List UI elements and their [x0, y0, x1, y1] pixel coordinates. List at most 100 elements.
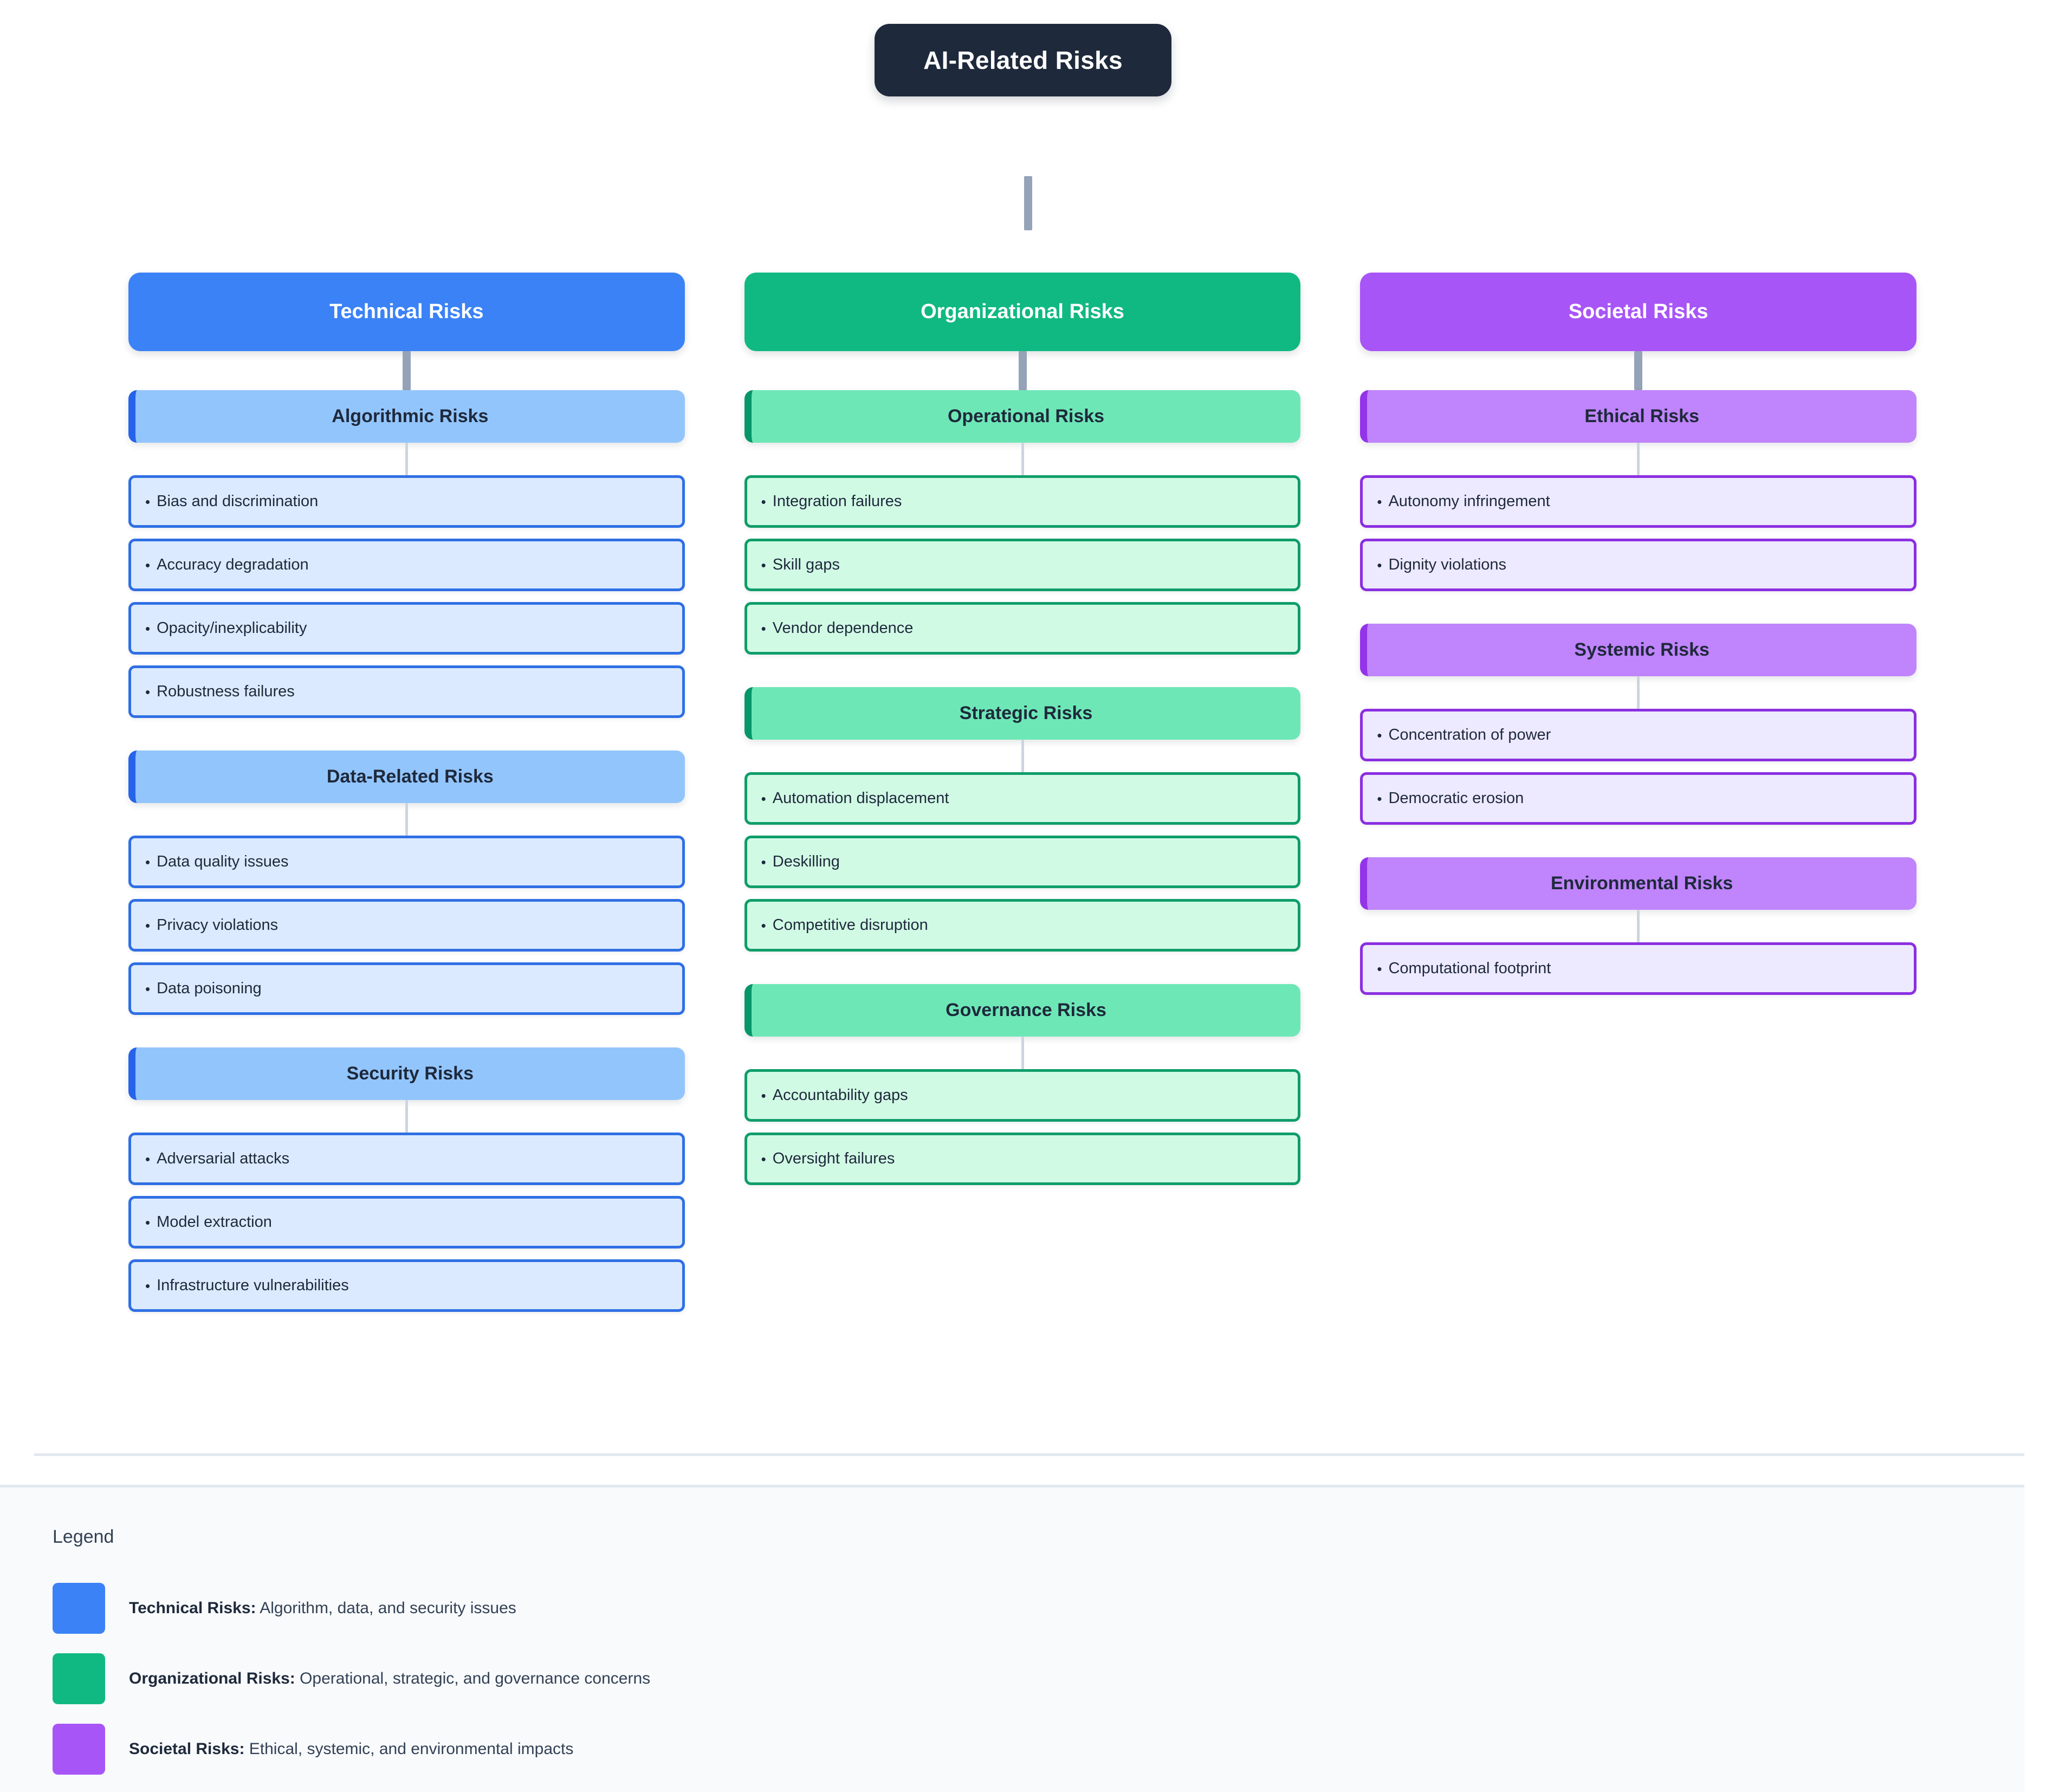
- bullet-icon: •: [761, 493, 766, 510]
- risk-item[interactable]: •Opacity/inexplicability: [128, 602, 685, 655]
- risk-item[interactable]: • Computational footprint: [1360, 942, 1917, 995]
- category-header-societal[interactable]: Societal Risks: [1360, 273, 1917, 351]
- connector-subcategory-to-items: [405, 803, 408, 836]
- risk-item[interactable]: • Autonomy infringement: [1360, 475, 1917, 528]
- risk-item-label: Accountability gaps: [772, 1086, 908, 1104]
- connector-subcategory-to-items: [1637, 910, 1640, 942]
- legend-color-swatch: [53, 1724, 105, 1775]
- risk-item-label: Data poisoning: [157, 980, 262, 997]
- risk-item[interactable]: • Integration failures: [744, 475, 1301, 528]
- group-spacer: [128, 718, 685, 751]
- subcategory-header[interactable]: Governance Risks: [744, 984, 1301, 1037]
- risk-item-group: • Accountability gaps •Oversight failures: [744, 1069, 1301, 1185]
- risk-item[interactable]: •Infrastructure vulnerabilities: [128, 1259, 685, 1312]
- legend-title: Legend: [53, 1526, 114, 1547]
- bullet-icon: •: [145, 853, 151, 870]
- bullet-icon: •: [761, 790, 766, 807]
- subcategory-header[interactable]: Data-Related Risks: [128, 751, 685, 803]
- subcategory-header[interactable]: Strategic Risks: [744, 687, 1301, 740]
- legend-description: Operational, strategic, and governance c…: [295, 1670, 651, 1687]
- risk-item-label: Dignity violations: [1388, 556, 1507, 573]
- connector-subcategory-to-items: [1637, 676, 1640, 709]
- legend-color-swatch: [53, 1583, 105, 1634]
- legend-rows: Technical Risks: Algorithm, data, and se…: [53, 1580, 2024, 1777]
- risk-item-label: Competitive disruption: [772, 916, 928, 934]
- risk-item-label: Adversarial attacks: [157, 1150, 290, 1167]
- risk-item[interactable]: • Bias and discrimination: [128, 475, 685, 528]
- risk-item-label: Autonomy infringement: [1388, 493, 1550, 510]
- bullet-icon: •: [1377, 960, 1382, 977]
- risk-item-label: Vendor dependence: [772, 619, 914, 637]
- bullet-icon: •: [1377, 727, 1382, 743]
- risk-item[interactable]: •Democratic erosion: [1360, 772, 1917, 825]
- bullet-icon: •: [145, 683, 151, 700]
- connector-subcategory-to-items: [405, 443, 408, 475]
- risk-item-label: Concentration of power: [1388, 726, 1551, 743]
- legend-term: Technical Risks:: [129, 1599, 256, 1617]
- risk-item-group: • Automation displacement • Deskilling •Comp…: [744, 772, 1301, 952]
- bullet-icon: •: [1377, 493, 1382, 510]
- risk-item-label: Bias and discrimination: [157, 493, 319, 510]
- legend-item: Organizational Risks: Operational, strat…: [53, 1651, 2024, 1707]
- risk-item[interactable]: • Deskilling: [744, 836, 1301, 888]
- risk-item-group: • Autonomy infringement •Dignity violation…: [1360, 475, 1917, 591]
- subcategory-header[interactable]: Security Risks: [128, 1047, 685, 1100]
- connector-subcategory-to-items: [405, 1100, 408, 1133]
- risk-item-label: Privacy violations: [157, 916, 279, 934]
- risk-item[interactable]: •Vendor dependence: [744, 602, 1301, 655]
- risk-item-label: Skill gaps: [772, 556, 840, 573]
- risk-item[interactable]: •Dignity violations: [1360, 539, 1917, 591]
- risk-item[interactable]: •Privacy violations: [128, 899, 685, 952]
- legend-item: Societal Risks: Ethical, systemic, and e…: [53, 1721, 2024, 1777]
- connector-category-to-subcategory: [1018, 351, 1027, 390]
- bullet-icon: •: [145, 557, 151, 573]
- bullet-icon: •: [145, 980, 151, 997]
- risk-item[interactable]: • Concentration of power: [1360, 709, 1917, 761]
- risk-item-label: Automation displacement: [772, 790, 949, 807]
- connector-category-to-subcategory: [402, 351, 411, 390]
- group-spacer: [744, 952, 1301, 984]
- risk-item-group: • Concentration of power •Democratic erosi…: [1360, 709, 1917, 825]
- root-node[interactable]: AI-Related Risks: [875, 24, 1171, 96]
- bullet-icon: •: [145, 1277, 151, 1294]
- risk-item[interactable]: • Accountability gaps: [744, 1069, 1301, 1122]
- section-divider: [34, 1453, 2024, 1456]
- subcategory-header[interactable]: Systemic Risks: [1360, 624, 1917, 676]
- subcategory-header[interactable]: Operational Risks: [744, 390, 1301, 443]
- bullet-icon: •: [761, 853, 766, 870]
- risk-item[interactable]: •Robustness failures: [128, 665, 685, 718]
- group-spacer: [1360, 825, 1916, 857]
- risk-item[interactable]: •Skill gaps: [744, 539, 1301, 591]
- category-header-organizational[interactable]: Organizational Risks: [744, 273, 1301, 351]
- subcategory-header[interactable]: Environmental Risks: [1360, 857, 1917, 910]
- legend-text: Organizational Risks: Operational, strat…: [129, 1670, 650, 1688]
- group-spacer: [1360, 591, 1916, 624]
- bullet-icon: •: [761, 1087, 766, 1104]
- risk-item-group: • Integration failures •Skill gaps •Vendor …: [744, 475, 1301, 655]
- category-header-technical[interactable]: Technical Risks: [128, 273, 685, 351]
- risk-item-label: Deskilling: [772, 853, 840, 870]
- subcategory-header[interactable]: Algorithmic Risks: [128, 390, 685, 443]
- legend-description: Ethical, systemic, and environmental imp…: [244, 1740, 574, 1758]
- risk-item[interactable]: • Data poisoning: [128, 962, 685, 1015]
- risk-item[interactable]: •Oversight failures: [744, 1133, 1301, 1185]
- risk-item[interactable]: •Accuracy degradation: [128, 539, 685, 591]
- subcategory-header[interactable]: Ethical Risks: [1360, 390, 1917, 443]
- risk-item[interactable]: • Data quality issues: [128, 836, 685, 888]
- risk-item-label: Integration failures: [772, 493, 902, 510]
- risk-item-label: Model extraction: [157, 1213, 272, 1231]
- risk-item[interactable]: •Model extraction: [128, 1196, 685, 1248]
- bullet-icon: •: [145, 493, 151, 510]
- risk-item[interactable]: •Competitive disruption: [744, 899, 1301, 952]
- risk-item-group: •Adversarial attacks•Model extraction•In…: [128, 1133, 685, 1312]
- connector-category-to-subcategory: [1634, 351, 1643, 390]
- risk-item[interactable]: •Adversarial attacks: [128, 1133, 685, 1185]
- risk-item-label: Computational footprint: [1388, 960, 1551, 977]
- risk-item-label: Democratic erosion: [1388, 790, 1524, 807]
- root-connector-line: [1024, 176, 1032, 230]
- risk-item-label: Data quality issues: [157, 853, 289, 870]
- risk-item[interactable]: • Automation displacement: [744, 772, 1301, 825]
